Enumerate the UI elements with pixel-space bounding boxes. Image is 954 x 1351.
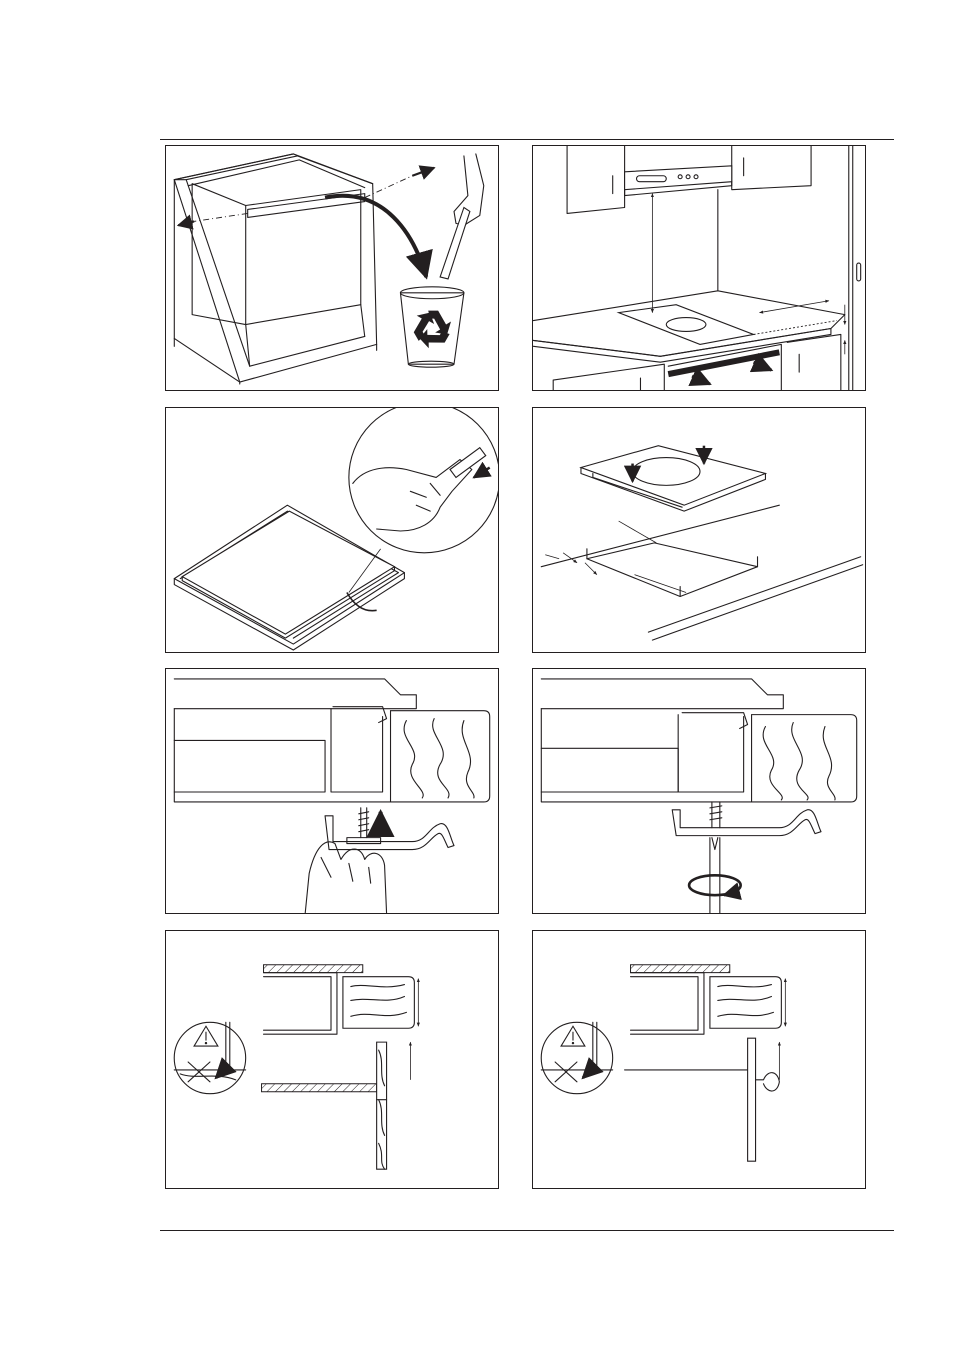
panel-cut-out-worktop xyxy=(532,407,866,653)
panel-tighten-screw xyxy=(532,668,866,914)
bracket-insert-illustration xyxy=(166,669,498,913)
panel-oven-clearance xyxy=(532,930,866,1189)
panel-remove-cabinet-rail xyxy=(165,145,499,391)
recycle-icon xyxy=(407,309,451,354)
seal-illustration xyxy=(166,408,498,652)
panel-hood-clearance xyxy=(532,145,866,391)
cutout-illustration xyxy=(533,408,865,652)
oven-clearance-illustration xyxy=(533,931,865,1188)
panel-insert-bracket xyxy=(165,668,499,914)
top-rule xyxy=(160,139,894,140)
bracket-tighten-illustration xyxy=(533,669,865,913)
kitchen-illustration xyxy=(533,146,865,390)
cabinet-illustration xyxy=(166,146,498,390)
bottom-rule xyxy=(160,1230,894,1231)
drawer-clearance-illustration xyxy=(166,931,498,1188)
panel-drawer-clearance xyxy=(165,930,499,1189)
panel-apply-seal xyxy=(165,407,499,653)
